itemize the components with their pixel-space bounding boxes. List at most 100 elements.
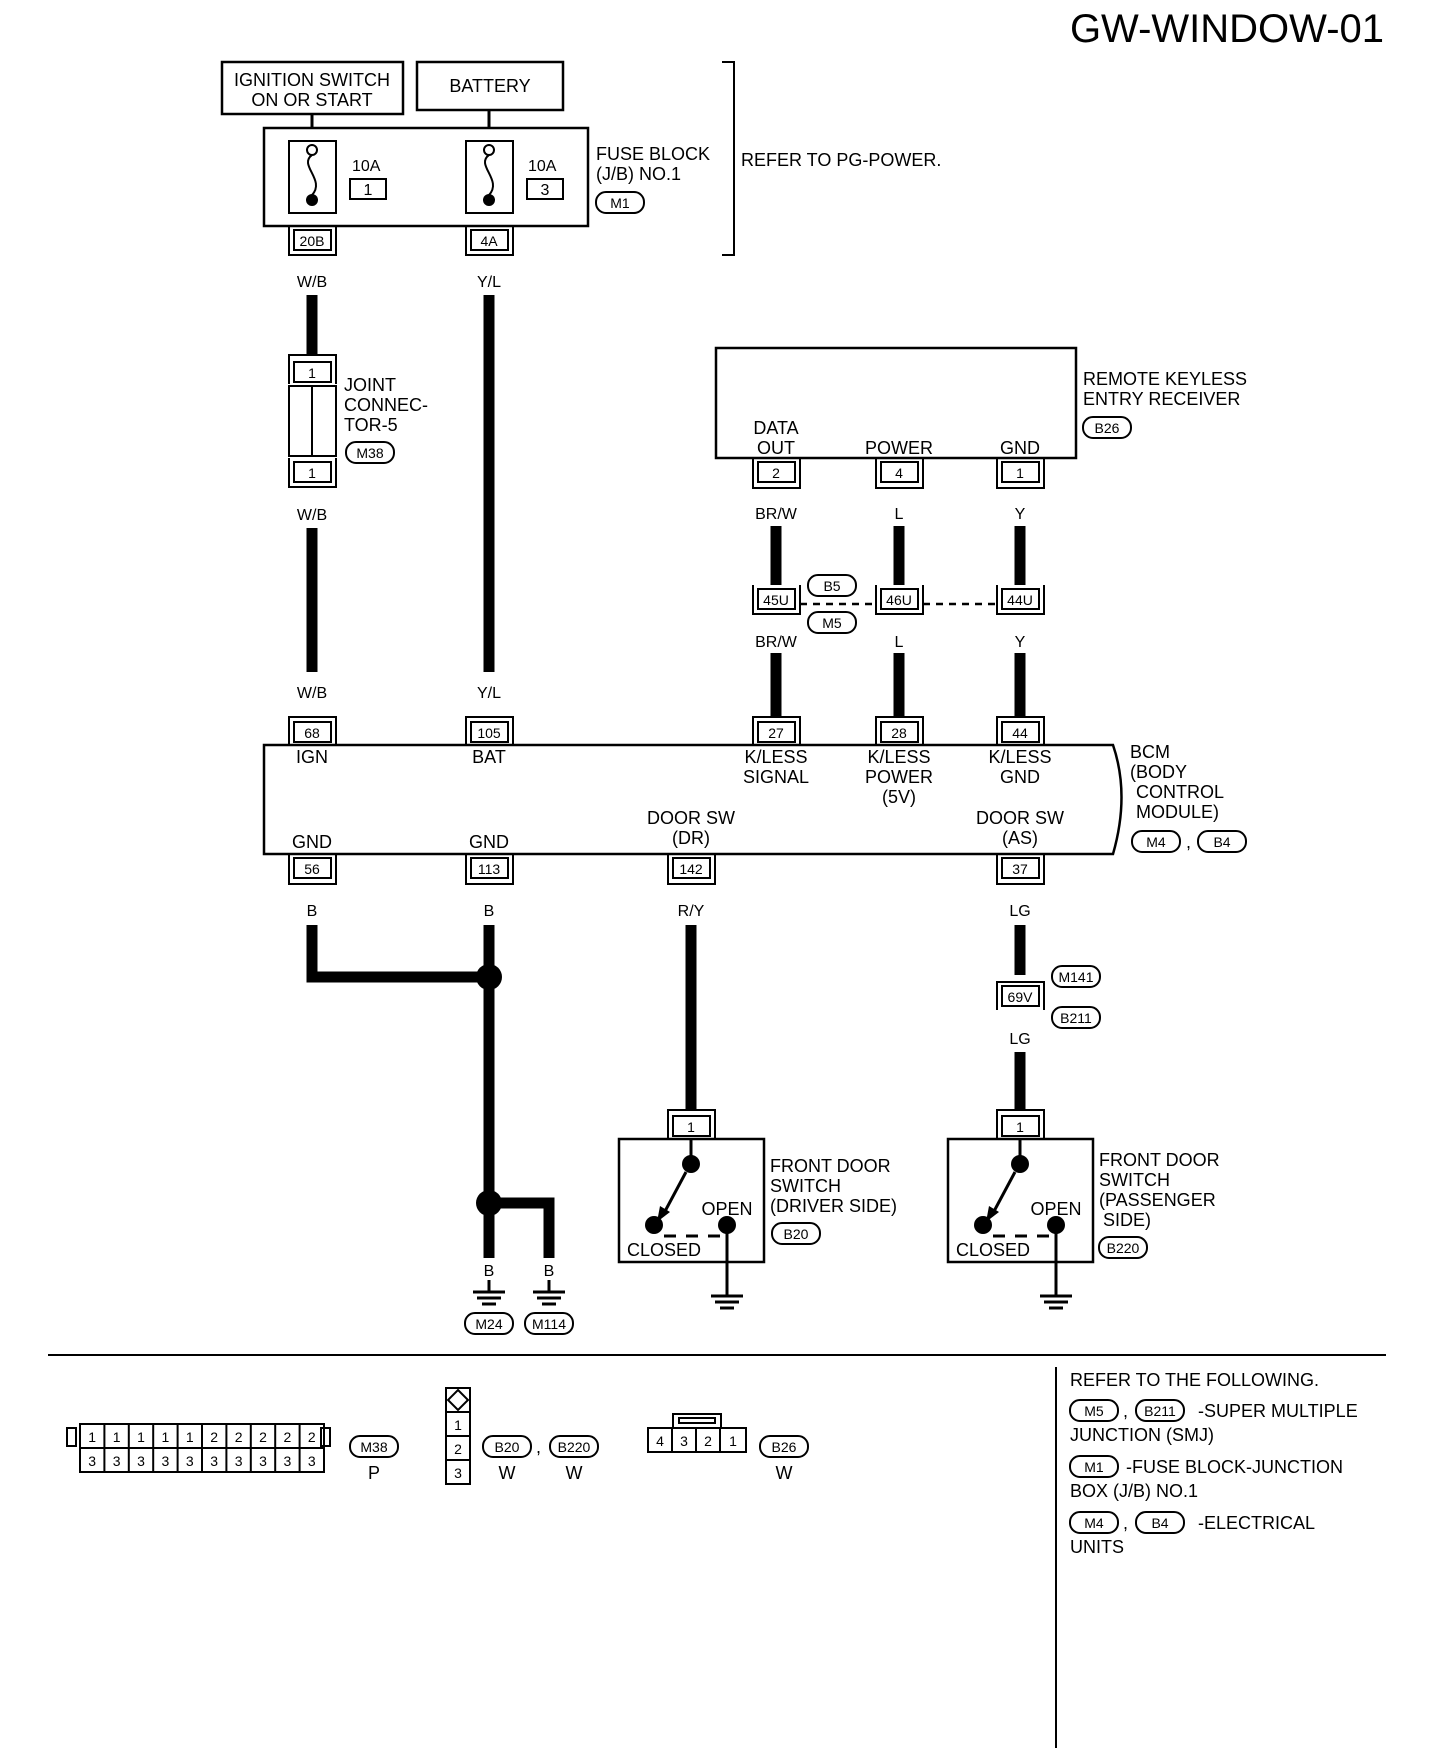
svg-text:1: 1	[1016, 465, 1024, 481]
svg-text:28: 28	[891, 725, 907, 741]
b26-view-conn: B26	[772, 1439, 797, 1455]
wire-label-b-1: B	[307, 903, 318, 920]
svg-text:105: 105	[477, 725, 501, 741]
fuse-block-label-1: FUSE BLOCK	[596, 144, 710, 164]
m38-pin-cell: 3	[137, 1453, 145, 1469]
refer-item2-text1: -FUSE BLOCK-JUNCTION	[1126, 1457, 1343, 1477]
junction-conn-b211: B211	[1060, 1010, 1092, 1026]
m38-pin-cell: 3	[235, 1453, 243, 1469]
pin-20b: 20B	[288, 226, 337, 256]
refer-item1-text2: JUNCTION (SMJ)	[1070, 1425, 1214, 1445]
m38-pin-cell: 1	[88, 1429, 96, 1445]
bcm-pin-27: 27	[752, 716, 801, 745]
refer-item3-text2: UNITS	[1070, 1537, 1124, 1557]
wire-label-yl-2: Y/L	[477, 685, 501, 702]
junction-conn-b5: B5	[823, 578, 840, 594]
bcm-pin-56: 56	[288, 854, 337, 885]
junction-69v: 69V	[996, 981, 1045, 1010]
refer-item3-sep: ,	[1123, 1513, 1128, 1533]
b20-view-sep: ,	[536, 1437, 541, 1457]
passenger-door-switch: 1	[946, 1109, 1095, 1310]
rke-label-1: REMOTE KEYLESS	[1083, 369, 1247, 389]
svg-text:142: 142	[679, 861, 703, 877]
b220-view-conn: B220	[558, 1439, 591, 1455]
bcm-pin-37: 37	[996, 854, 1045, 885]
m38-pin-cell: 3	[284, 1453, 292, 1469]
passenger-switch-label-2: SWITCH	[1099, 1170, 1170, 1190]
joint-label-3: TOR-5	[344, 415, 398, 435]
bcm-label-klesssig-1: K/LESS	[744, 747, 807, 767]
fuse-block	[262, 126, 590, 228]
m38-pin-cell: 3	[88, 1453, 96, 1469]
wire-label-wb-3: W/B	[297, 685, 327, 702]
svg-text:3: 3	[454, 1465, 462, 1481]
bcm-label-klessgnd-2: GND	[1000, 767, 1040, 787]
passenger-switch-open: OPEN	[1030, 1199, 1081, 1219]
svg-text:27: 27	[768, 725, 784, 741]
driver-switch-label-3: (DRIVER SIDE)	[770, 1196, 897, 1216]
wire-label-y-2: Y	[1015, 634, 1026, 651]
bcm-pin-68: 68	[288, 716, 337, 745]
svg-text:68: 68	[304, 725, 320, 741]
joint-label-2: CONNEC-	[344, 395, 428, 415]
connector-view-b26: 4 3 2 1	[647, 1413, 747, 1453]
wire-label-wb-2: W/B	[297, 507, 327, 524]
m38-pin-cell: 1	[113, 1429, 121, 1445]
refer-item2-text2: BOX (J/B) NO.1	[1070, 1481, 1198, 1501]
svg-text:1: 1	[687, 1119, 695, 1135]
wire-label-b-3: B	[484, 1263, 495, 1280]
joint-conn: M38	[356, 445, 383, 461]
rke-pin-label-gnd: GND	[1000, 438, 1040, 458]
wire-label-b-4: B	[544, 1263, 555, 1280]
m38-pin-cell: 3	[210, 1453, 218, 1469]
page-title: GW-WINDOW-01	[1070, 7, 1384, 51]
svg-text:44U: 44U	[1007, 592, 1033, 608]
svg-text:2: 2	[772, 465, 780, 481]
refer-item1-conn2: B211	[1144, 1403, 1176, 1419]
ground-symbol-m24	[473, 1280, 505, 1306]
rke-pin-1: 1	[996, 458, 1045, 489]
bcm-label-doorsw-dr-1: DOOR SW	[647, 808, 735, 828]
bcm-label-gnd-56: GND	[292, 832, 332, 852]
m38-pin-cell: 2	[235, 1429, 243, 1445]
bcm-pin-113: 113	[465, 854, 514, 885]
bcm-conn-sep: ,	[1186, 832, 1191, 852]
bcm-label-gnd-113: GND	[469, 832, 509, 852]
junction-44u: 44U	[996, 585, 1045, 615]
rke-pin-label-data-2: OUT	[757, 438, 795, 458]
svg-text:69V: 69V	[1008, 989, 1034, 1005]
wire-label-yl-1: Y/L	[477, 274, 501, 291]
bcm-label-klessgnd-1: K/LESS	[988, 747, 1051, 767]
connector-view-b20: 1 2 3	[445, 1387, 471, 1485]
rke-pin-label-power: POWER	[865, 438, 933, 458]
svg-text:46U: 46U	[886, 592, 912, 608]
fuse2-num: 3	[541, 182, 550, 199]
refer-list-heading: REFER TO THE FOLLOWING.	[1070, 1370, 1319, 1390]
ground-symbol-m114	[533, 1280, 565, 1306]
ignition-label-2: ON OR START	[251, 90, 372, 110]
wire-label-lg-1: LG	[1009, 903, 1030, 920]
bcm-conn-b4: B4	[1213, 834, 1230, 850]
svg-text:1: 1	[1016, 1119, 1024, 1135]
svg-text:4: 4	[895, 465, 903, 481]
rke-pin-4: 4	[875, 458, 924, 489]
svg-text:37: 37	[1012, 861, 1028, 877]
refer-pg-power: REFER TO PG-POWER.	[741, 150, 941, 170]
wire-label-b-2: B	[484, 903, 495, 920]
refer-item3-text1: -ELECTRICAL	[1198, 1513, 1315, 1533]
bcm-box	[262, 743, 1123, 856]
passenger-switch-label-1: FRONT DOOR	[1099, 1150, 1220, 1170]
refer-item3-conn1: M4	[1084, 1515, 1104, 1531]
m38-pin-cell: 2	[308, 1429, 316, 1445]
bcm-label-bat: BAT	[472, 747, 506, 767]
svg-text:45U: 45U	[763, 592, 789, 608]
m38-pin-cell: 3	[308, 1453, 316, 1469]
rke-receiver-box	[714, 346, 1078, 460]
bcm-pin-44: 44	[996, 716, 1045, 745]
ignition-label-1: IGNITION SWITCH	[234, 70, 390, 90]
bcm-pin-105: 105	[465, 716, 514, 745]
fuse1-num: 1	[364, 182, 373, 199]
svg-text:2: 2	[704, 1433, 712, 1449]
m38-pin-cell: 3	[186, 1453, 194, 1469]
wire-label-l-1: L	[895, 506, 904, 523]
